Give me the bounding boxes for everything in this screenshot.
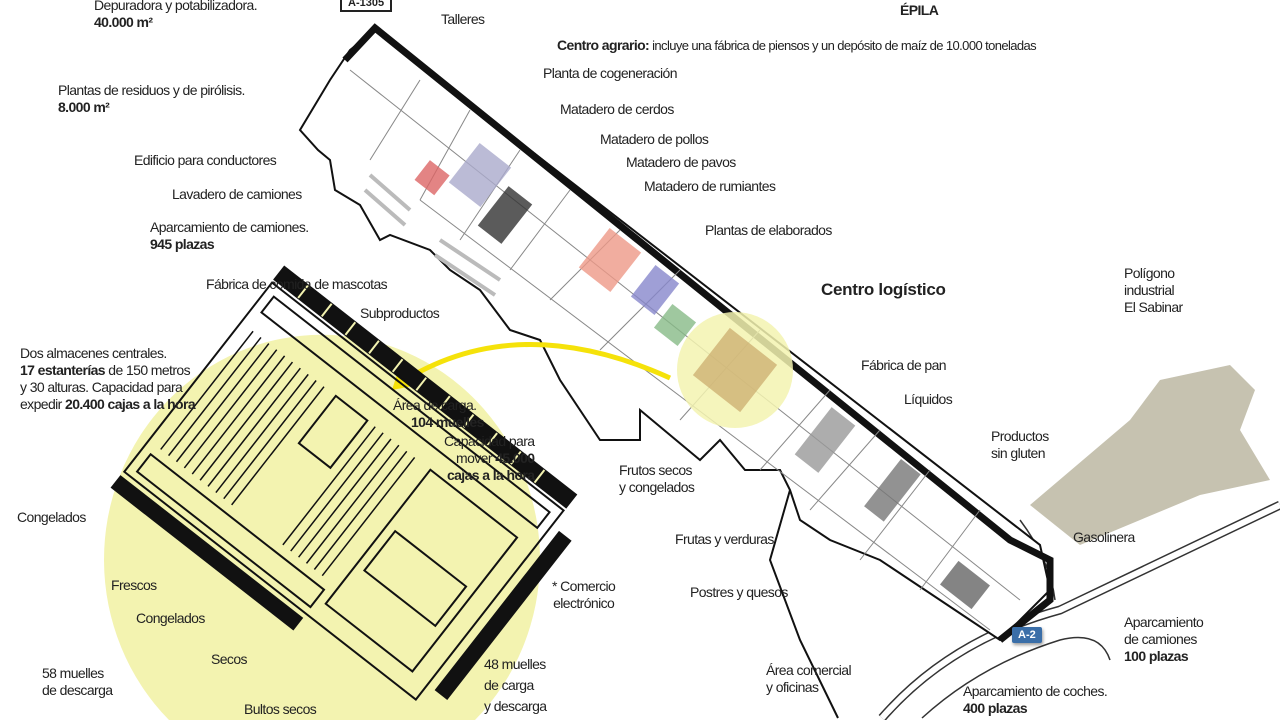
text: 8.000 m²: [58, 99, 110, 115]
text: 17 estanterías: [20, 362, 106, 378]
inset-label-area-carga: Área de carga.104 muelles: [393, 397, 484, 431]
zoom-arrow: [403, 342, 672, 383]
text: y descarga: [484, 698, 547, 714]
text: de carga: [484, 677, 534, 693]
text: Polígono: [1124, 265, 1175, 281]
text: 400 plazas: [963, 700, 1028, 716]
text: 20.400 cajas a la hora: [65, 396, 196, 412]
text: 40.000 m²: [94, 14, 153, 30]
site-border: [342, 23, 1054, 643]
text: Productos: [991, 428, 1049, 444]
label-pollos: Matadero de pollos: [600, 131, 709, 147]
text: Área comercial: [766, 662, 852, 678]
text: de descarga: [42, 682, 113, 698]
poligono-area: [1030, 365, 1270, 545]
text: Aparcamiento de camiones.: [150, 219, 309, 235]
label-elaborados: Plantas de elaborados: [705, 222, 832, 238]
text: 945 plazas: [150, 236, 215, 252]
text: 48 muelles: [484, 656, 546, 672]
label-mascotas: Fábrica de comida de mascotas: [206, 276, 388, 292]
label-postres: Postres y quesos: [690, 584, 788, 600]
text: de 150 metros: [105, 362, 190, 378]
label-conductores: Edificio para conductores: [134, 152, 277, 168]
label-aparcamiento-camiones: Aparcamiento de camiones.945 plazas: [150, 219, 309, 253]
label-centro-agrario: Centro agrario: incluye una fábrica de p…: [557, 37, 1037, 54]
text: 104 muelles: [411, 414, 484, 430]
label-lavadero: Lavadero de camiones: [172, 186, 302, 202]
text: y congelados: [619, 479, 695, 495]
road-badge-a2: A-2: [1012, 627, 1042, 643]
label-aparcamiento-coches: Aparcamiento de coches.400 plazas: [963, 683, 1108, 717]
text: 58 muelles: [42, 665, 104, 681]
label-pavos: Matadero de pavos: [626, 154, 736, 170]
inset-label-congelados-1: Congelados: [17, 509, 86, 525]
buildings: [414, 142, 990, 610]
epila-label: ÉPILA: [900, 2, 939, 18]
inset-label-almacenes: Dos almacenes centrales.17 estanterías d…: [20, 345, 196, 413]
text: Aparcamiento de coches.: [963, 683, 1108, 699]
text: 100 plazas: [1124, 648, 1189, 664]
text: Capacidad para: [444, 433, 535, 449]
text: Dos almacenes centrales.: [20, 345, 167, 361]
label-cerdos: Matadero de cerdos: [560, 101, 674, 117]
parking-stripes: [363, 173, 502, 297]
text: expedir: [20, 396, 66, 412]
text: Depuradora y potabilizadora.: [94, 0, 258, 13]
text: Plantas de residuos y de pirólisis.: [58, 82, 245, 98]
text: mover: [456, 450, 496, 466]
text: y 30 alturas. Capacidad para: [20, 379, 183, 395]
text: cajas a la hora: [446, 467, 535, 483]
text: de camiones: [1124, 631, 1197, 647]
inset-label-congelados-2: Congelados: [136, 610, 205, 626]
label-residuos: Plantas de residuos y de pirólisis.8.000…: [58, 82, 245, 116]
text: Centro agrario:: [557, 37, 650, 53]
label-gasolinera: Gasolinera: [1073, 529, 1135, 545]
text: El Sabinar: [1124, 299, 1183, 315]
inset-label-secos: Secos: [211, 651, 248, 667]
label-depuradora: Depuradora y potabilizadora.40.000 m²: [94, 0, 258, 31]
label-frutas: Frutas y verduras: [675, 531, 774, 547]
label-liquidos: Líquidos: [904, 391, 953, 407]
text: incluye una fábrica de piensos y un depó…: [649, 38, 1037, 53]
label-talleres: Talleres: [441, 11, 485, 27]
label-pan: Fábrica de pan: [861, 357, 947, 373]
label-centro-logistico: Centro logístico: [821, 280, 946, 299]
label-cogeneracion: Planta de cogeneración: [543, 65, 678, 81]
text: industrial: [1124, 282, 1175, 298]
inset-label-48-muelles: 48 muelles de carga y descarga: [484, 654, 547, 717]
label-rumiantes: Matadero de rumiantes: [644, 178, 776, 194]
text: Aparcamiento: [1124, 614, 1204, 630]
text: sin gluten: [991, 445, 1046, 461]
warehouse-diagram: [110, 265, 578, 701]
text: electrónico: [553, 595, 615, 611]
text: Área de carga.: [393, 397, 477, 413]
road-badge-a1305: A-1305: [340, 0, 393, 12]
inset-label-frescos: Frescos: [111, 577, 157, 593]
text: * Comercio: [552, 578, 616, 594]
text: y oficinas: [766, 679, 819, 695]
text: Frutos secos: [619, 462, 693, 478]
label-subproductos: Subproductos: [360, 305, 440, 321]
inset-label-bultos: Bultos secos: [244, 701, 317, 717]
text: 45.000: [495, 450, 535, 466]
